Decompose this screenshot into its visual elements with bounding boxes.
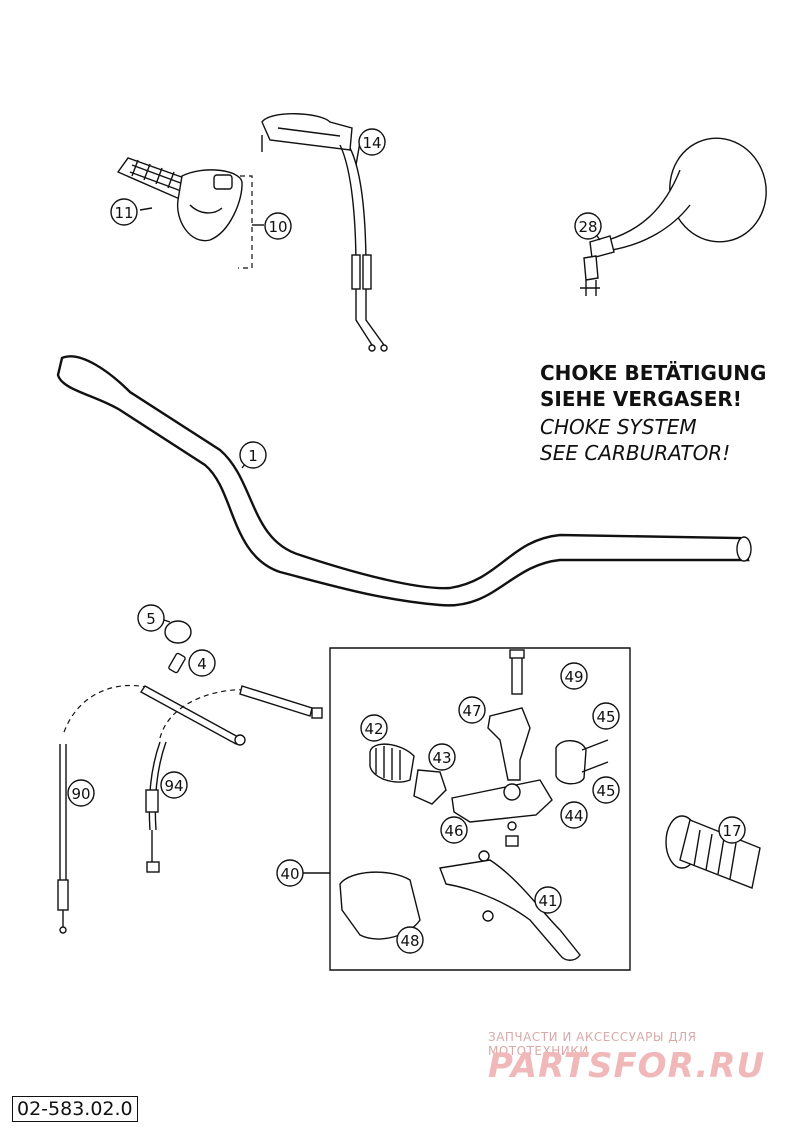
callout-label: 94: [164, 777, 183, 795]
callout-label: 49: [564, 668, 583, 686]
callout-label: 90: [71, 785, 90, 803]
pivot-bolt-drawing: [509, 649, 525, 695]
choke-note-en-line1: CHOKE SYSTEM: [540, 415, 697, 439]
lever-housing-drawing: [451, 779, 553, 823]
callout-circle: [534, 886, 562, 914]
adjuster-sleeve-drawing: [369, 743, 415, 783]
callout-lever-assembly: 40: [276, 859, 304, 887]
callout-left-grip: 17: [718, 816, 746, 844]
callout-label: 5: [146, 610, 156, 628]
callout-circle: [188, 649, 216, 677]
choke-note-de-line2: SIEHE VERGASER!: [540, 387, 742, 411]
callout-circle: [560, 662, 588, 690]
callout-circle: [264, 212, 292, 240]
callout-label: 1: [248, 447, 258, 465]
callout-label: 40: [280, 865, 299, 883]
callout-lever: 41: [534, 886, 562, 914]
callout-circle: [67, 779, 95, 807]
callout-label: 48: [400, 932, 419, 950]
callout-lever-cover: 48: [396, 926, 424, 954]
callout-label: 45: [596, 782, 615, 800]
choke-note-de-line1: CHOKE BETÄTIGUNG: [540, 361, 767, 385]
callout-label: 43: [432, 749, 451, 767]
callout-label: 46: [444, 822, 463, 840]
callout-circle: [396, 926, 424, 954]
lever-cover-drawing: [339, 871, 421, 940]
left-grip-drawing: [665, 815, 761, 889]
throttle-cable-drawing: [261, 113, 388, 352]
callout-circle: [360, 714, 388, 742]
callout-lever-housing: 46: [440, 816, 468, 844]
callout-sleeve: 4: [188, 649, 216, 677]
lever-drawing: [439, 859, 581, 961]
throttle-housing-drawing: [238, 175, 264, 269]
callout-label: 42: [364, 720, 383, 738]
callout-circle: [137, 604, 165, 632]
callout-circle: [276, 859, 304, 887]
callout-mirror: 28: [574, 212, 602, 240]
callout-circle: [428, 743, 456, 771]
cable-holder-drawing: [487, 707, 531, 781]
callout-throttle-housing: 10: [264, 212, 292, 240]
callout-throttle-grip: 11: [110, 198, 138, 226]
callout-circle: [560, 801, 588, 829]
callout-circle: [458, 696, 486, 724]
callout-clamp-screw-upper: 45: [592, 702, 620, 730]
callout-circle: [592, 702, 620, 730]
throttle-grip-drawing: [116, 157, 243, 242]
clamp-ring-drawing: [163, 619, 192, 644]
clamp-drawing: [478, 739, 609, 922]
callout-label: 17: [722, 822, 741, 840]
sleeve-drawing: [168, 652, 186, 674]
watermark-logo: PARTSFOR.RU: [488, 1046, 766, 1086]
callout-cable-94: 94: [160, 771, 188, 799]
callout-label: 41: [538, 892, 557, 910]
choke-note-en-line2: SEE CARBURATOR!: [540, 441, 731, 465]
mirror-drawing: [580, 137, 767, 296]
callout-lever-housing-screw: 44: [560, 801, 588, 829]
callout-label: 10: [268, 218, 287, 236]
callout-circle: [110, 198, 138, 226]
callout-circle: [574, 212, 602, 240]
callout-circle: [160, 771, 188, 799]
callout-circle: [358, 128, 386, 156]
callout-circle: [239, 441, 267, 469]
callout-circle: [718, 816, 746, 844]
callout-cable-90: 90: [67, 779, 95, 807]
callout-label: 45: [596, 708, 615, 726]
callout-adjuster-sleeve: 42: [360, 714, 388, 742]
callout-circle: [440, 816, 468, 844]
callout-handlebar: 1: [239, 441, 267, 469]
drawing-number: 02-583.02.0: [12, 1096, 138, 1122]
lever-assembly-box: [300, 647, 631, 971]
callout-throttle-cable: 14: [358, 128, 386, 156]
callout-clamp-ring: 5: [137, 604, 165, 632]
cables-drawing: [57, 684, 323, 934]
callout-label: 47: [462, 702, 481, 720]
callout-cable-holder: 47: [458, 696, 486, 724]
callout-clamp-screw-lower: 45: [592, 776, 620, 804]
callout-pivot-bolt: 49: [560, 662, 588, 690]
callout-label: 44: [564, 807, 583, 825]
callout-adjuster-nut: 43: [428, 743, 456, 771]
watermark-tagline: ЗАПЧАСТИ И АКСЕССУАРЫ ДЛЯ МОТОТЕХНИКИ: [488, 1030, 697, 1058]
callout-circle: [592, 776, 620, 804]
callout-label: 14: [362, 134, 381, 152]
callout-label: 28: [578, 218, 597, 236]
callout-label: 11: [114, 204, 133, 222]
adjuster-nut-drawing: [413, 769, 447, 805]
callout-label: 4: [197, 655, 207, 673]
